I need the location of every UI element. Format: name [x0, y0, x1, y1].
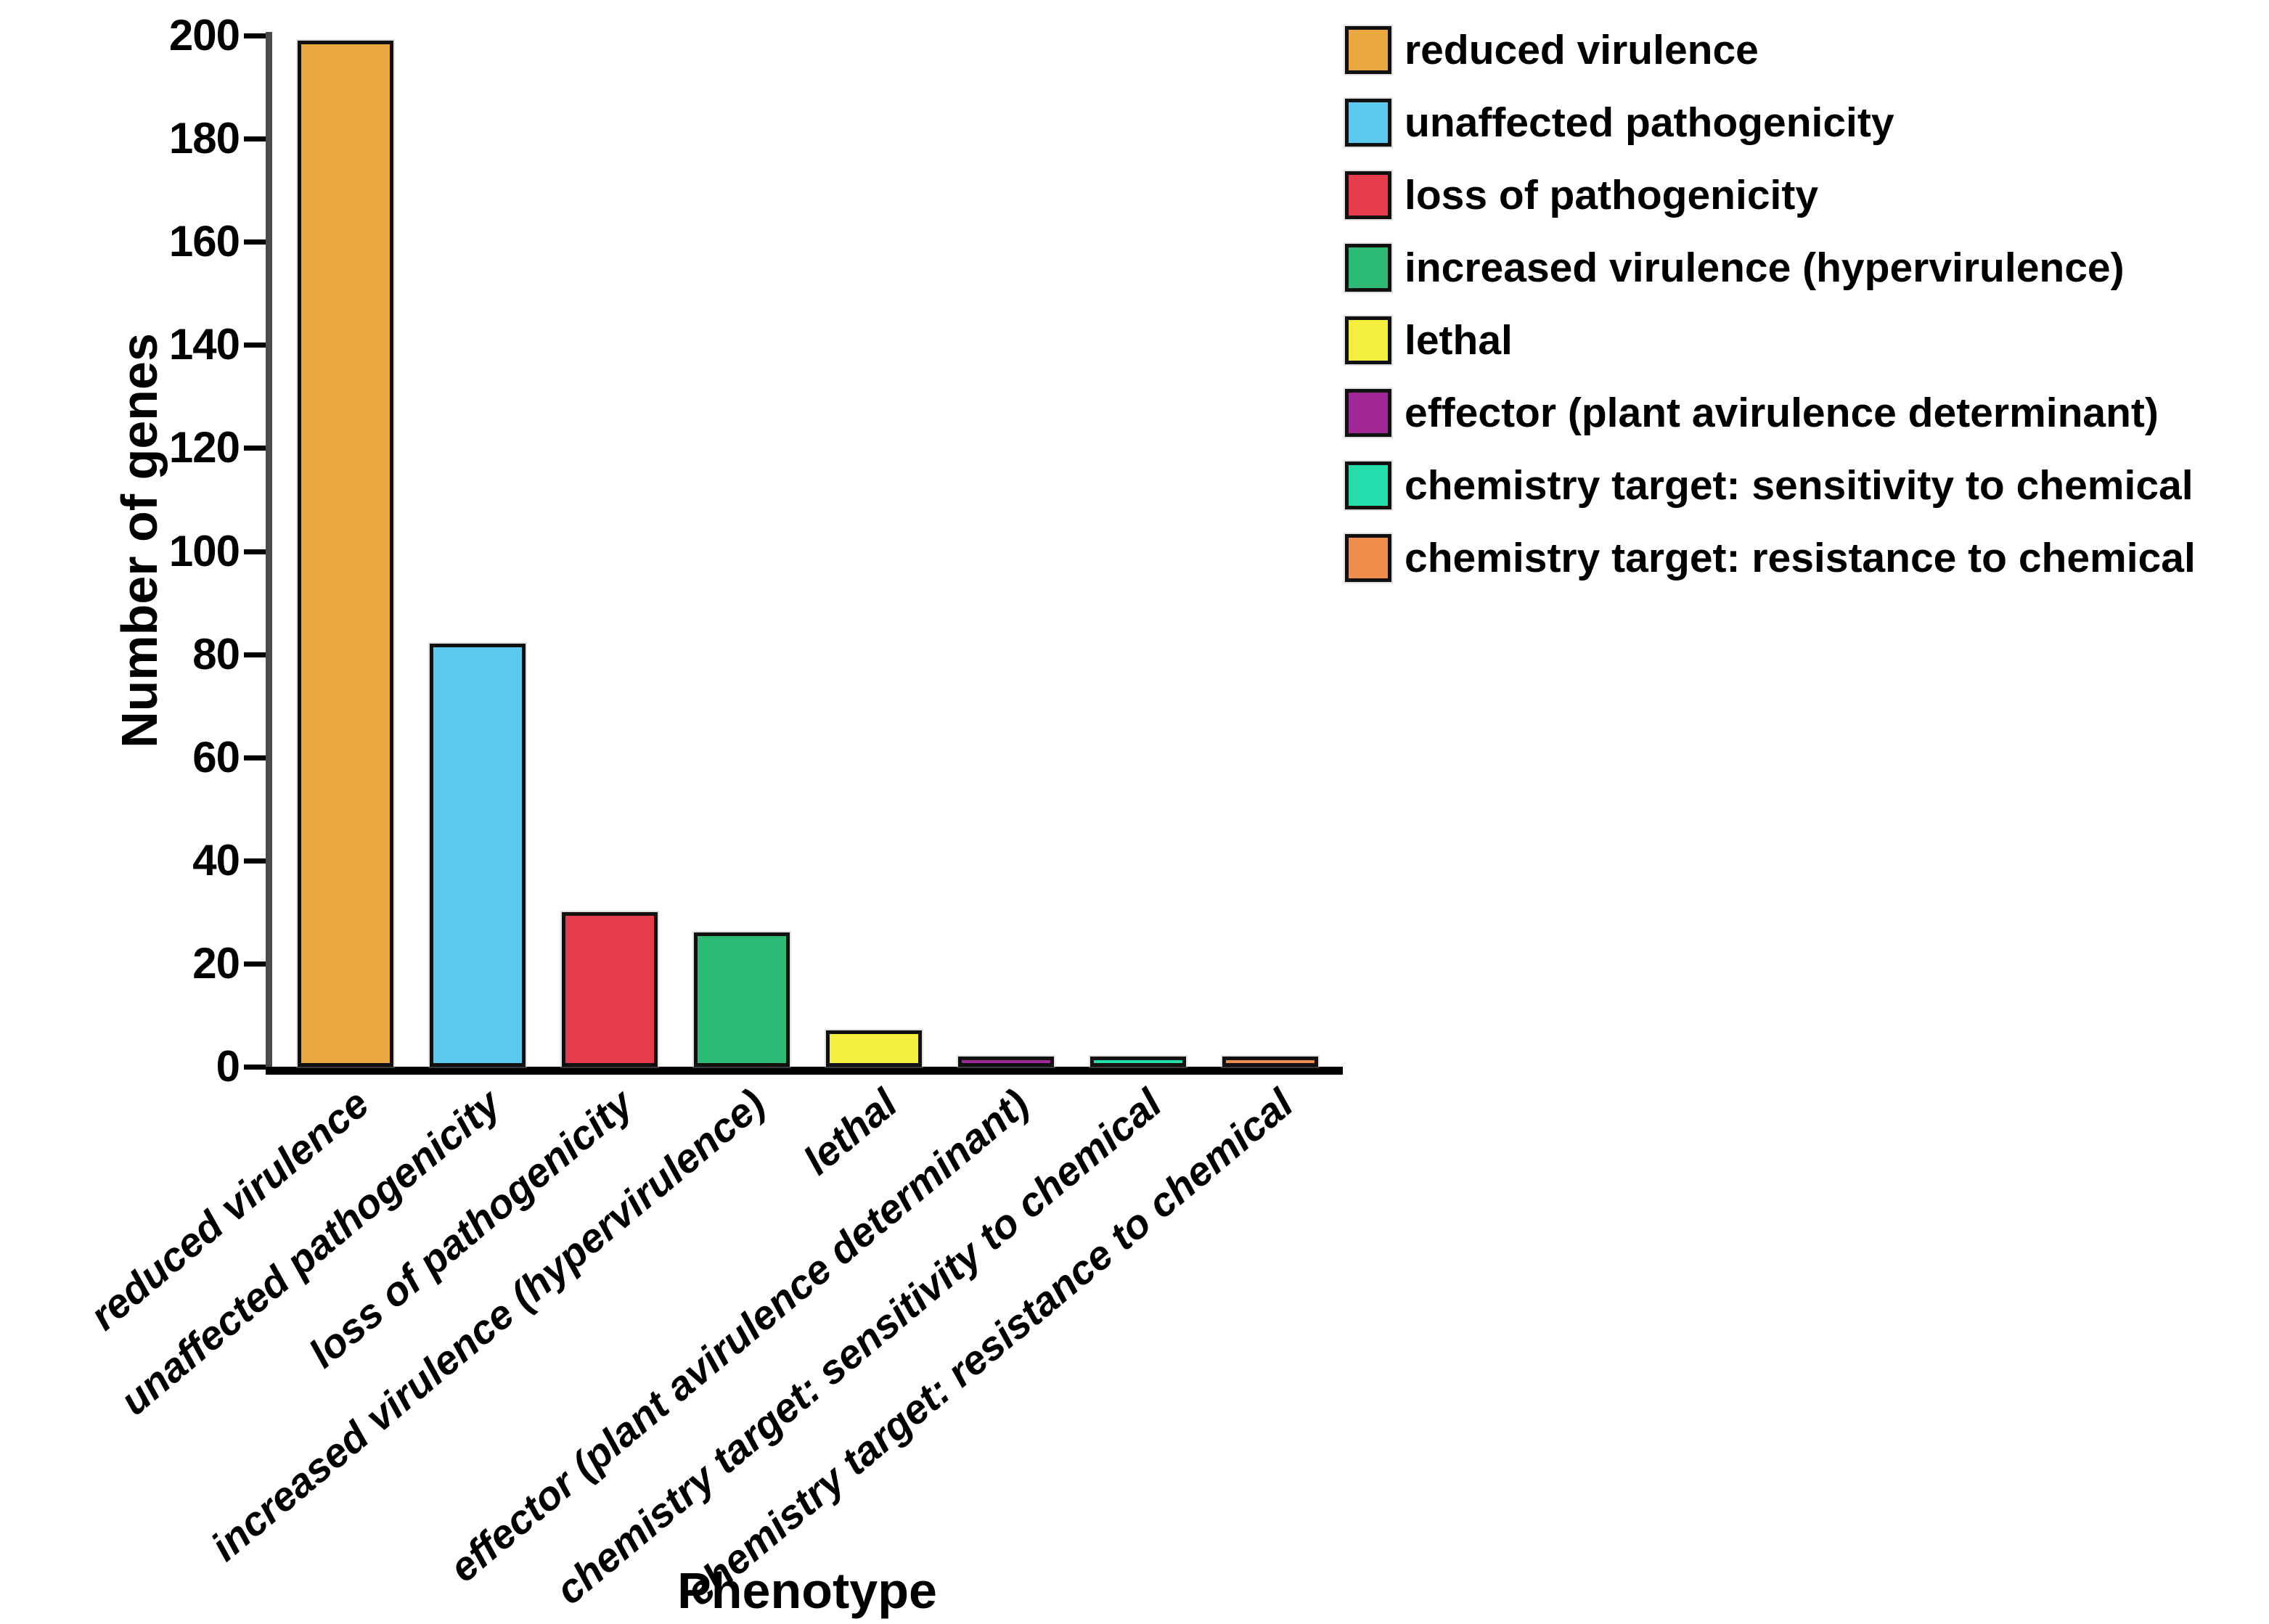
legend-label: loss of pathogenicity — [1405, 172, 1819, 218]
legend-label: effector (plant avirulence determinant) — [1405, 390, 2159, 436]
legend-swatch-icon — [1345, 99, 1391, 147]
y-tick-label: 120 — [168, 423, 240, 472]
legend-swatch-icon — [1345, 389, 1391, 437]
y-tick-mark — [244, 239, 266, 245]
y-tick-mark — [244, 858, 266, 864]
legend-swatch-icon — [1345, 316, 1391, 364]
y-tick-mark — [244, 961, 266, 967]
y-tick-label: 160 — [168, 217, 240, 266]
x-axis-title: Phenotype — [677, 1562, 937, 1619]
bar-4 — [826, 1030, 922, 1067]
y-tick-label: 20 — [192, 938, 240, 988]
legend-label: increased virulence (hypervirulence) — [1405, 245, 2125, 291]
legend-label: lethal — [1405, 317, 1513, 364]
legend-row: reduced virulence — [1345, 26, 2196, 74]
y-tick-mark — [244, 1065, 266, 1070]
x-tick-label: chemistry target: resistance to chemical — [676, 1080, 1302, 1615]
legend-label: reduced virulence — [1405, 27, 1759, 73]
legend-swatch-icon — [1345, 171, 1391, 219]
y-tick-mark — [244, 446, 266, 451]
y-tick-mark — [244, 755, 266, 760]
legend-label: chemistry target: resistance to chemical — [1405, 535, 2196, 581]
bar-0 — [298, 41, 393, 1067]
y-tick-label: 140 — [168, 320, 240, 369]
legend-row: effector (plant avirulence determinant) — [1345, 389, 2196, 437]
legend-label: chemistry target: sensitivity to chemica… — [1405, 462, 2194, 509]
y-tick-label: 180 — [168, 114, 240, 163]
y-tick-mark — [244, 136, 266, 142]
y-tick-label: 0 — [216, 1042, 240, 1091]
legend: reduced virulence unaffected pathogenicit… — [1345, 26, 2196, 607]
y-tick-mark — [244, 652, 266, 657]
bar-6 — [1090, 1057, 1186, 1067]
bar-2 — [562, 912, 658, 1067]
y-tick-label: 60 — [192, 732, 240, 782]
legend-row: lethal — [1345, 316, 2196, 364]
y-axis-line — [266, 32, 272, 1075]
y-tick-label: 40 — [192, 835, 240, 885]
legend-swatch-icon — [1345, 244, 1391, 292]
legend-row: chemistry target: resistance to chemical — [1345, 534, 2196, 582]
legend-label: unaffected pathogenicity — [1405, 99, 1894, 146]
legend-row: loss of pathogenicity — [1345, 171, 2196, 219]
y-tick-label: 200 — [168, 11, 240, 60]
y-tick-mark — [244, 343, 266, 348]
x-axis-line — [266, 1067, 1343, 1075]
x-tick-label: lethal — [794, 1080, 906, 1184]
legend-row: increased virulence (hypervirulence) — [1345, 244, 2196, 292]
legend-swatch-icon — [1345, 462, 1391, 509]
legend-swatch-icon — [1345, 26, 1391, 74]
y-tick-label: 100 — [168, 526, 240, 575]
legend-row: unaffected pathogenicity — [1345, 99, 2196, 147]
y-tick-label: 80 — [192, 629, 240, 678]
bar-7 — [1222, 1057, 1318, 1067]
legend-row: chemistry target: sensitivity to chemica… — [1345, 462, 2196, 509]
y-tick-mark — [244, 33, 266, 38]
legend-swatch-icon — [1345, 534, 1391, 582]
bar-3 — [694, 932, 790, 1067]
bar-5 — [958, 1057, 1054, 1067]
x-tick-label: chemistry target: sensitivity to chemica… — [546, 1080, 1170, 1613]
y-tick-mark — [244, 549, 266, 554]
bar-1 — [430, 644, 526, 1067]
